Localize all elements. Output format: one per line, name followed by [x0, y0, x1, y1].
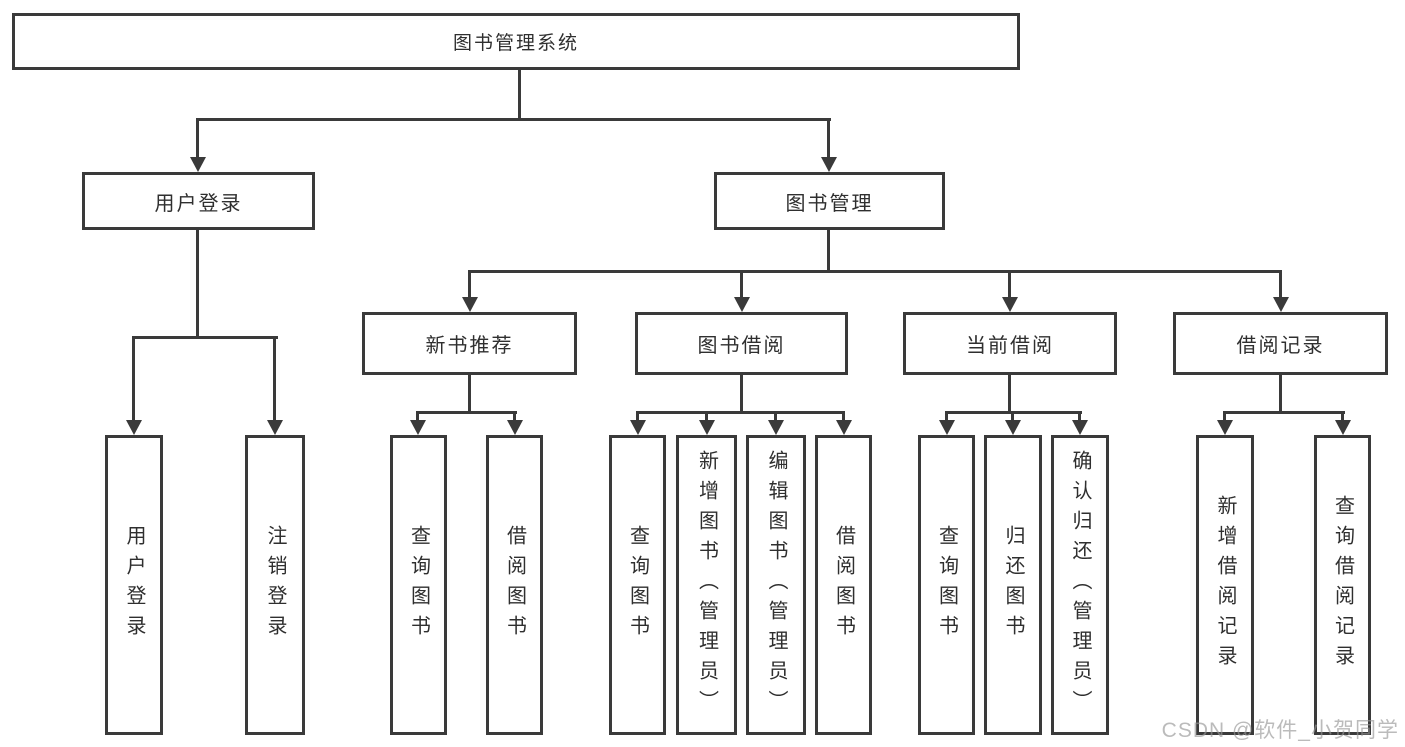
leaf-query-borrow-record: 查询借阅记录: [1314, 435, 1371, 735]
arrowhead-leaf-query-book-3: [939, 420, 955, 435]
connector-book-mgmt-branch: [468, 270, 1282, 273]
arrowhead-new-book-rec: [462, 297, 478, 312]
connector-to-leaf-user-login: [132, 336, 135, 421]
connector-to-leaf-borrow-book-2: [842, 411, 845, 421]
connector-book-borrow-stem: [740, 375, 743, 413]
node-label: 查询图书: [935, 525, 958, 645]
node-borrow-records: 借阅记录: [1173, 312, 1388, 375]
leaf-query-book-2: 查询图书: [609, 435, 666, 735]
leaf-user-login: 用户登录: [105, 435, 163, 735]
leaf-borrow-book-1: 借阅图书: [486, 435, 543, 735]
connector-to-leaf-borrow-book-1: [513, 411, 516, 421]
connector-to-user-login: [196, 118, 199, 158]
connector-new-book-rec-branch: [416, 411, 517, 414]
node-current-borrow: 当前借阅: [903, 312, 1117, 375]
node-root: 图书管理系统: [12, 13, 1020, 70]
node-label: 查询图书: [626, 525, 649, 645]
connector-to-book-borrow: [740, 270, 743, 298]
arrowhead-leaf-borrow-book-2: [836, 420, 852, 435]
connector-to-leaf-add-record: [1223, 411, 1226, 421]
connector-to-leaf-query-book-2: [636, 411, 639, 421]
arrowhead-leaf-query-record: [1335, 420, 1351, 435]
leaf-logout: 注销登录: [245, 435, 305, 735]
connector-to-leaf-query-book-3: [945, 411, 948, 421]
leaf-borrow-book-2: 借阅图书: [815, 435, 872, 735]
connector-to-leaf-return-book: [1011, 411, 1014, 421]
arrowhead-user-login: [190, 157, 206, 172]
connector-user-login-branch: [132, 336, 278, 339]
connector-current-borrow-stem: [1008, 375, 1011, 413]
arrowhead-leaf-query-book-2: [630, 420, 646, 435]
connector-to-book-mgmt: [827, 118, 830, 158]
node-new-book-rec: 新书推荐: [362, 312, 577, 375]
node-label: 注销登录: [264, 525, 286, 645]
leaf-return-book: 归还图书: [984, 435, 1042, 735]
arrowhead-leaf-user-login: [126, 420, 142, 435]
leaf-confirm-return-admin: 确认归还（管理员）: [1051, 435, 1109, 735]
node-label: 新增图书（管理员）: [695, 450, 718, 720]
connector-to-leaf-logout: [273, 336, 276, 421]
arrowhead-borrow-records: [1273, 297, 1289, 312]
connector-to-leaf-query-book-1: [416, 411, 419, 421]
node-book-mgmt: 图书管理: [714, 172, 945, 230]
csdn-watermark: CSDN @软件_小贺同学: [1161, 719, 1399, 742]
connector-to-borrow-records: [1279, 270, 1282, 298]
connector-to-leaf-query-record: [1341, 411, 1344, 421]
leaf-query-book-3: 查询图书: [918, 435, 975, 735]
connector-book-mgmt-stem: [827, 230, 830, 272]
connector-book-borrow-branch: [636, 411, 845, 414]
leaf-add-borrow-record: 新增借阅记录: [1196, 435, 1254, 735]
connector-root-stem: [518, 70, 521, 120]
connector-root-branch: [196, 118, 831, 121]
connector-to-leaf-add-book: [705, 411, 708, 421]
node-label: 归还图书: [1002, 525, 1024, 645]
node-label: 用户登录: [123, 525, 145, 645]
connector-to-new-book-rec: [468, 270, 471, 298]
node-label: 查询借阅记录: [1331, 495, 1354, 675]
node-user-login: 用户登录: [82, 172, 315, 230]
connector-to-current-borrow: [1008, 270, 1011, 298]
connector-user-login-stem: [196, 230, 199, 338]
connector-borrow-records-branch: [1223, 411, 1345, 414]
arrowhead-leaf-add-book: [699, 420, 715, 435]
node-label: 借阅图书: [503, 525, 526, 645]
arrowhead-leaf-borrow-book-1: [507, 420, 523, 435]
leaf-edit-book-admin: 编辑图书（管理员）: [746, 435, 806, 735]
node-label: 新增借阅记录: [1214, 495, 1236, 675]
node-label: 确认归还（管理员）: [1069, 450, 1091, 720]
arrowhead-leaf-add-record: [1217, 420, 1233, 435]
node-label: 编辑图书（管理员）: [765, 450, 787, 720]
arrowhead-leaf-confirm-return: [1072, 420, 1088, 435]
arrowhead-book-mgmt: [821, 157, 837, 172]
node-label: 借阅图书: [832, 525, 855, 645]
arrowhead-leaf-return-book: [1005, 420, 1021, 435]
node-book-borrow: 图书借阅: [635, 312, 848, 375]
leaf-add-book-admin: 新增图书（管理员）: [676, 435, 737, 735]
connector-to-leaf-edit-book: [774, 411, 777, 421]
arrowhead-leaf-query-book-1: [410, 420, 426, 435]
node-label: 查询图书: [407, 525, 430, 645]
connector-to-leaf-confirm-return: [1078, 411, 1081, 421]
leaf-query-book-1: 查询图书: [390, 435, 447, 735]
arrowhead-leaf-logout: [267, 420, 283, 435]
arrowhead-current-borrow: [1002, 297, 1018, 312]
arrowhead-book-borrow: [734, 297, 750, 312]
arrowhead-leaf-edit-book: [768, 420, 784, 435]
connector-borrow-records-stem: [1279, 375, 1282, 413]
connector-new-book-rec-stem: [468, 375, 471, 413]
